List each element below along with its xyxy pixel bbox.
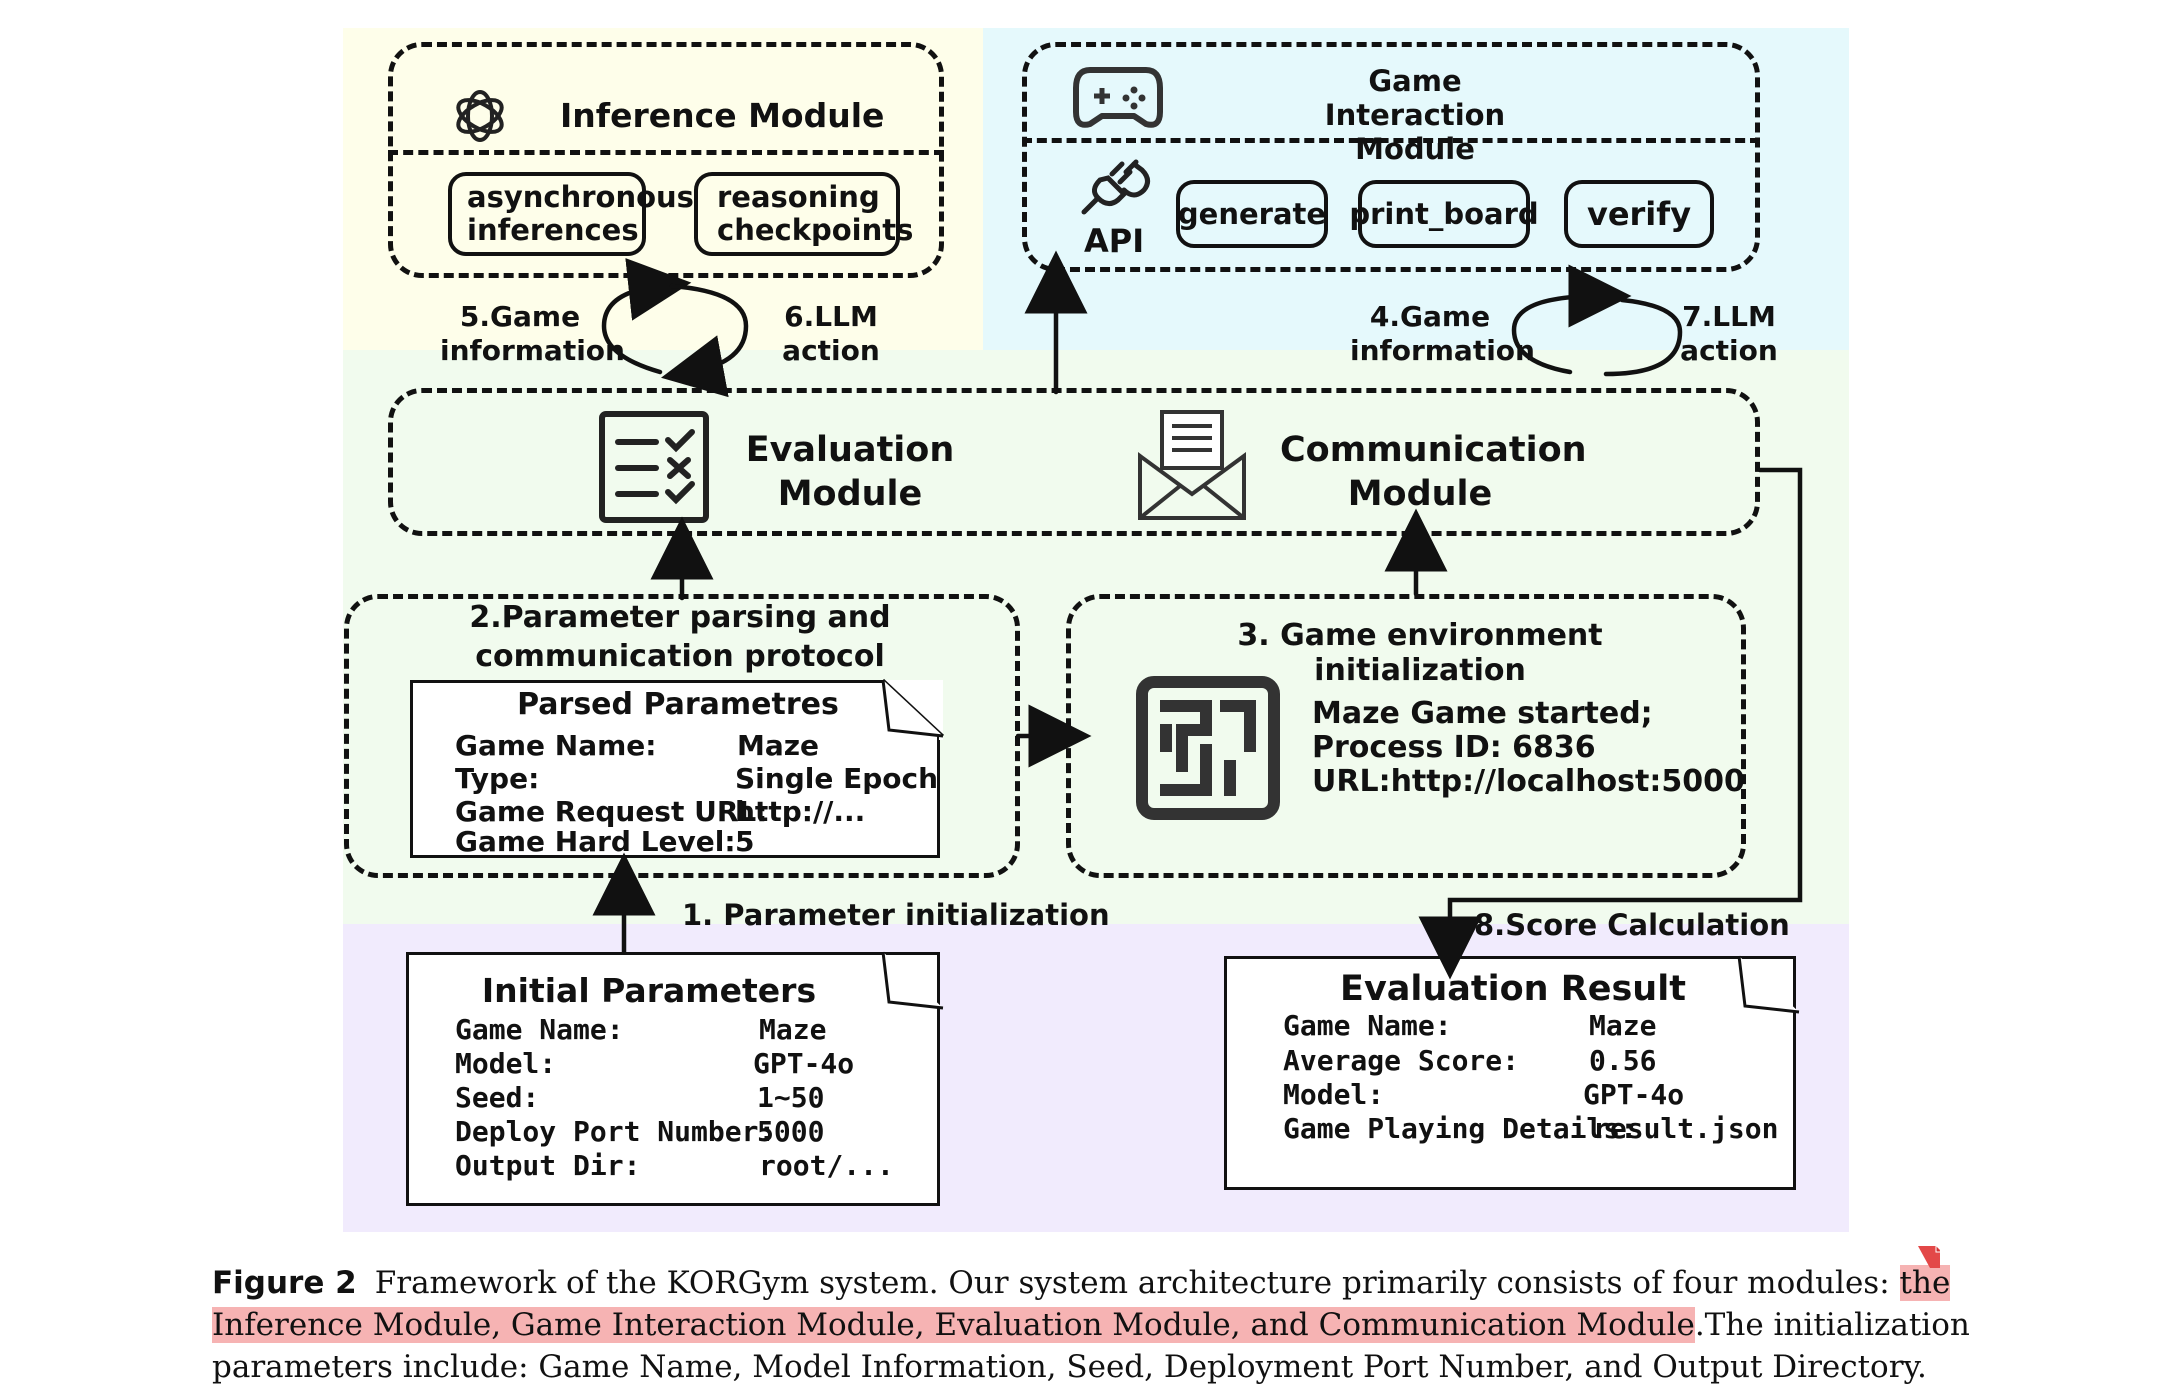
initial-row-value: GPT-4o [753,1047,855,1080]
initial-row-key: Seed: [455,1081,540,1114]
communication-module-title: Communication Module [1280,430,1587,514]
evaluation-module-title: Evaluation Module [745,430,955,514]
game-header-divider [1022,138,1760,143]
parsed-row-key: Game Request URL: [455,795,768,828]
step3-line-1: Maze Game started; [1312,696,1653,731]
game-interaction-module-box [1022,42,1760,272]
figure-caption: Figure 2 Framework of the KORGym system. … [212,1262,1990,1388]
maze-icon [1136,676,1280,820]
parsed-row-key: Type: [455,762,540,795]
inference-header-divider [388,150,944,155]
parsed-row-value: http://... [735,795,866,828]
parsed-row-value: Maze [737,729,820,762]
step3-line-3: URL:http://localhost:5000 [1312,764,1745,799]
result-row-key: Model: [1283,1078,1385,1111]
initial-parameters-note: Initial Parameters Game Name: Maze Model… [406,951,944,1206]
openai-logo-icon [448,84,512,148]
annotation-marker-icon [1916,1244,1942,1270]
caption-text-after: .The initialization parameters include: … [212,1307,1970,1385]
evaluation-communication-box [388,388,1760,536]
parsed-row-value: 5 [735,825,755,858]
parsed-parameters-title: Parsed Parametres [517,687,839,722]
label-7-llm-action: 7.LLM action [1680,300,1778,367]
initial-row-key: Output Dir: [455,1149,641,1182]
initial-row-value: 1~50 [757,1081,825,1114]
initial-row-key: Deploy Port Number: [455,1115,776,1148]
envelope-icon [1136,408,1248,524]
evaluation-result-note: Evaluation Result Game Name: Maze Averag… [1224,955,1800,1190]
game-interaction-module-title: Game Interaction Module [1324,64,1506,166]
initial-row-value: Maze [759,1013,827,1046]
initial-row-key: Game Name: [455,1013,624,1046]
result-row-key: Game Name: [1283,1009,1452,1042]
result-row-value: 0.56 [1589,1044,1657,1077]
step8-label: 8.Score Calculation [1474,908,1790,942]
result-row-key: Average Score: [1283,1044,1520,1077]
plug-icon [1078,150,1154,220]
label-6-llm-action: 6.LLM action [782,300,880,367]
pill-print-board: print_board [1349,180,1539,248]
initial-row-key: Model: [455,1047,557,1080]
parsed-parameters-note: Parsed Parametres Game Name: Maze Type: … [410,678,945,858]
step3-title: 3. Game environment initialization [1237,618,1603,688]
step3-line-2: Process ID: 6836 [1312,730,1596,765]
pill-reasoning-checkpoints: reasoning checkpoints [694,172,913,256]
pill-generate: generate [1176,180,1328,248]
step1-label: 1. Parameter initialization [682,898,1110,932]
initial-parameters-title: Initial Parameters [481,971,817,1010]
inference-module-title: Inference Module [560,96,885,135]
gamepad-icon [1072,62,1164,134]
label-5-game-information: 5.Game information [440,300,625,367]
label-4-game-information: 4.Game information [1350,300,1535,367]
evaluation-result-title: Evaluation Result [1340,969,1686,1009]
initial-row-value: root/... [759,1149,894,1182]
result-row-value: Maze [1589,1009,1657,1042]
result-row-value: GPT-4o [1583,1078,1685,1111]
parsed-row-key: Game Name: [455,729,657,762]
pill-verify: verify [1564,180,1714,248]
api-label: API [1084,222,1145,260]
result-row-key: Game Playing Details: [1283,1112,1638,1145]
figure-label: Figure 2 [212,1265,357,1301]
caption-text-before: Framework of the KORGym system. Our syst… [374,1265,1900,1301]
result-row-value: result.json [1593,1112,1779,1145]
parsed-row-value: Single Epoch [735,762,939,795]
initial-row-value: 5000 [757,1115,825,1148]
